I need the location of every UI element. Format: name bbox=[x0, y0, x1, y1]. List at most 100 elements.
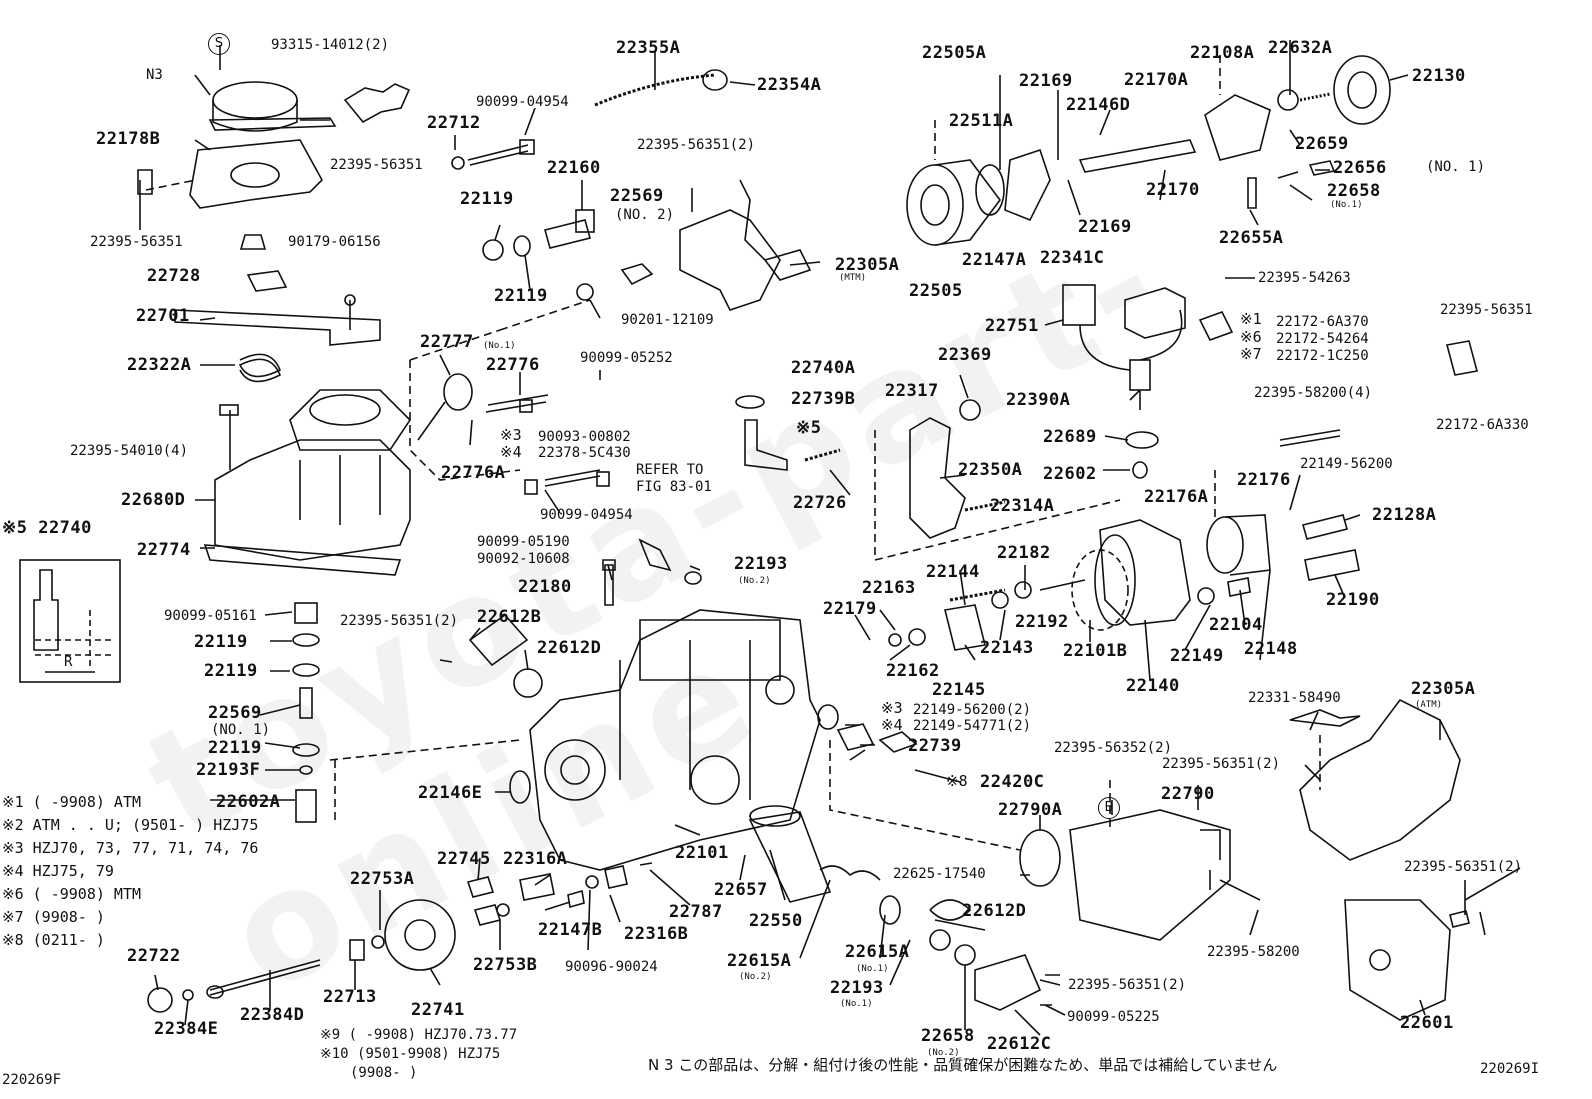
part-label[interactable]: 22160 bbox=[547, 158, 601, 178]
part-label[interactable]: 22680D bbox=[121, 490, 186, 510]
part-label[interactable]: 22777 bbox=[420, 332, 474, 352]
part-label[interactable]: 22701 bbox=[136, 306, 190, 326]
part-label[interactable]: 22787 bbox=[669, 902, 723, 922]
part-label[interactable]: 22384D bbox=[240, 1005, 305, 1025]
part-label[interactable]: 90201-12109 bbox=[621, 312, 714, 328]
part-label[interactable]: 22119 bbox=[208, 738, 262, 758]
part-label[interactable]: 22569 bbox=[610, 186, 664, 206]
part-label[interactable]: 22182 bbox=[997, 543, 1051, 563]
part-label[interactable]: 22317 bbox=[885, 381, 939, 401]
part-label[interactable]: 22511A bbox=[949, 111, 1014, 131]
part-label[interactable]: 22602A bbox=[216, 792, 281, 812]
part-label[interactable]: 22178B bbox=[96, 129, 161, 149]
part-label[interactable]: 22193 bbox=[830, 978, 884, 998]
part-label[interactable]: 90099-05252 bbox=[580, 350, 673, 366]
part-label[interactable]: 22395-56351(2) bbox=[1068, 977, 1187, 993]
part-label[interactable]: 22395-58200(4) bbox=[1254, 385, 1373, 401]
part-label[interactable]: 22395-56351 bbox=[330, 157, 423, 173]
part-label[interactable]: 22776A bbox=[441, 463, 506, 483]
part-label[interactable]: 22615A bbox=[845, 942, 910, 962]
part-label[interactable]: 22656 bbox=[1333, 158, 1387, 178]
part-label[interactable]: 22728 bbox=[147, 266, 201, 286]
part-label[interactable]: 22395-56351(2) bbox=[1404, 859, 1523, 875]
part-label[interactable]: 22149-54771(2) bbox=[913, 718, 1032, 734]
part-label[interactable]: 22145 bbox=[932, 680, 986, 700]
part-label[interactable]: 22128A bbox=[1372, 505, 1437, 525]
part-label[interactable]: 22776 bbox=[486, 355, 540, 375]
part-label[interactable]: 22170A bbox=[1124, 70, 1189, 90]
part-label[interactable]: 22193 bbox=[734, 554, 788, 574]
part-label[interactable]: 22144 bbox=[926, 562, 980, 582]
part-label[interactable]: 22739B bbox=[791, 389, 856, 409]
part-label[interactable]: 22726 bbox=[793, 493, 847, 513]
part-label[interactable]: 90093-00802 bbox=[538, 429, 631, 445]
part-label[interactable]: 22601 bbox=[1400, 1013, 1454, 1033]
part-label[interactable]: 22395-58200 bbox=[1207, 944, 1300, 960]
part-label[interactable]: 22146E bbox=[418, 783, 483, 803]
part-label[interactable]: 22395-56351 bbox=[1440, 302, 1533, 318]
part-label[interactable]: 22179 bbox=[823, 599, 877, 619]
part-label[interactable]: 90099-04954 bbox=[540, 507, 633, 523]
part-label[interactable]: 22350A bbox=[958, 460, 1023, 480]
part-label[interactable]: 22169 bbox=[1019, 71, 1073, 91]
part-label[interactable]: 22119 bbox=[460, 189, 514, 209]
part-label[interactable]: 22625-17540 bbox=[893, 866, 986, 882]
part-label[interactable]: 22722 bbox=[127, 946, 181, 966]
part-label[interactable]: 22658 bbox=[921, 1026, 975, 1046]
part-label[interactable]: 22420C bbox=[980, 772, 1045, 792]
part-label[interactable]: 22713 bbox=[323, 987, 377, 1007]
part-label[interactable]: 22745 bbox=[437, 849, 491, 869]
part-label[interactable]: 22655A bbox=[1219, 228, 1284, 248]
part-label[interactable]: 22101B bbox=[1063, 641, 1128, 661]
part-label[interactable]: 22395-56352(2) bbox=[1054, 740, 1173, 756]
part-label[interactable]: 22169 bbox=[1078, 217, 1132, 237]
part-label[interactable]: 22689 bbox=[1043, 427, 1097, 447]
part-label[interactable]: 22104 bbox=[1209, 615, 1263, 635]
part-label[interactable]: 22390A bbox=[1006, 390, 1071, 410]
part-label[interactable]: 22162 bbox=[886, 661, 940, 681]
part-label[interactable]: 90179-06156 bbox=[288, 234, 381, 250]
part-label[interactable]: 22190 bbox=[1326, 590, 1380, 610]
part-label[interactable]: 22505A bbox=[922, 43, 987, 63]
part-label[interactable]: 22739 bbox=[908, 736, 962, 756]
part-label[interactable]: 22108A bbox=[1190, 43, 1255, 63]
part-label[interactable]: 22790A bbox=[998, 800, 1063, 820]
part-label[interactable]: 22657 bbox=[714, 880, 768, 900]
part-label[interactable]: 90099-05190 bbox=[477, 534, 570, 550]
part-label[interactable]: 22751 bbox=[985, 316, 1039, 336]
part-label[interactable]: 22172-54264 bbox=[1276, 331, 1369, 347]
part-label[interactable]: 90099-04954 bbox=[476, 94, 569, 110]
part-label[interactable]: ※5 22740 bbox=[2, 518, 92, 538]
part-label[interactable]: 22176 bbox=[1237, 470, 1291, 490]
part-label[interactable]: 22148 bbox=[1244, 639, 1298, 659]
part-label[interactable]: 22316A bbox=[503, 849, 568, 869]
part-label[interactable]: 22659 bbox=[1295, 134, 1349, 154]
part-label[interactable]: 22753A bbox=[350, 869, 415, 889]
part-label[interactable]: 22632A bbox=[1268, 38, 1333, 58]
part-label[interactable]: 22354A bbox=[757, 75, 822, 95]
part-label[interactable]: 90099-05161 bbox=[164, 608, 257, 624]
part-label[interactable]: 22140 bbox=[1126, 676, 1180, 696]
part-label[interactable]: 22322A bbox=[127, 355, 192, 375]
part-label[interactable]: 22615A bbox=[727, 951, 792, 971]
part-label[interactable]: 22612C bbox=[987, 1034, 1052, 1054]
part-label[interactable]: 22740A bbox=[791, 358, 856, 378]
part-label[interactable]: 22119 bbox=[194, 632, 248, 652]
part-label[interactable]: 22612D bbox=[537, 638, 602, 658]
part-label[interactable]: 22602 bbox=[1043, 464, 1097, 484]
part-label[interactable]: 22192 bbox=[1015, 612, 1069, 632]
part-label[interactable]: 22612B bbox=[477, 607, 542, 627]
part-label[interactable]: 22753B bbox=[473, 955, 538, 975]
part-label[interactable]: 22130 bbox=[1412, 66, 1466, 86]
part-label[interactable]: 22395-56351(2) bbox=[1162, 756, 1281, 772]
part-label[interactable]: 22712 bbox=[427, 113, 481, 133]
part-label[interactable]: 22149-56200(2) bbox=[913, 702, 1032, 718]
part-label[interactable]: 22658 bbox=[1327, 181, 1381, 201]
part-label[interactable]: 22395-54010(4) bbox=[70, 443, 189, 459]
part-label[interactable]: 22550 bbox=[749, 911, 803, 931]
part-label[interactable]: 22119 bbox=[494, 286, 548, 306]
part-label[interactable]: 22172-6A330 bbox=[1436, 417, 1529, 433]
part-label[interactable]: 22395-56351(2) bbox=[637, 137, 756, 153]
part-label[interactable]: 22147A bbox=[962, 250, 1027, 270]
part-label[interactable]: 22569 bbox=[208, 703, 262, 723]
